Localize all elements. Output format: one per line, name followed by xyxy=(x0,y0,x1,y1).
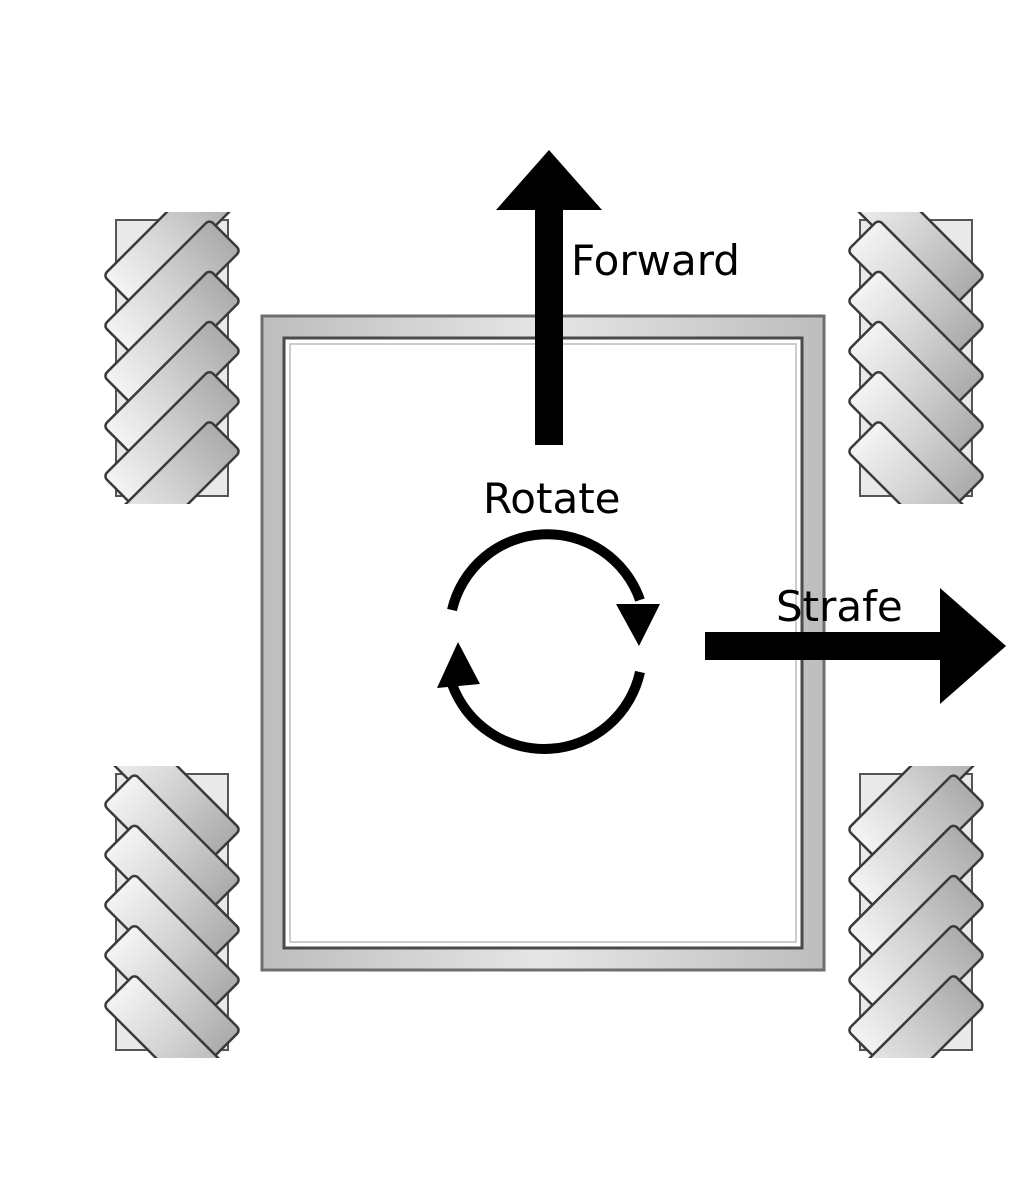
wheel-roller xyxy=(104,421,240,504)
rear-left-wheel xyxy=(104,766,240,1058)
front-right-wheel xyxy=(848,212,984,504)
forward-label: Forward xyxy=(571,236,740,285)
forward-arrow xyxy=(496,150,602,445)
rotate-label: Rotate xyxy=(483,474,621,523)
wheel-roller xyxy=(104,975,240,1058)
front-left-wheel xyxy=(104,212,240,504)
strafe-arrow xyxy=(705,588,1006,704)
wheels xyxy=(104,212,984,1058)
wheel-roller xyxy=(848,421,984,504)
rear-right-wheel xyxy=(848,766,984,1058)
rotate-arrows xyxy=(437,529,660,754)
wheel-roller xyxy=(848,975,984,1058)
strafe-label: Strafe xyxy=(776,582,903,631)
